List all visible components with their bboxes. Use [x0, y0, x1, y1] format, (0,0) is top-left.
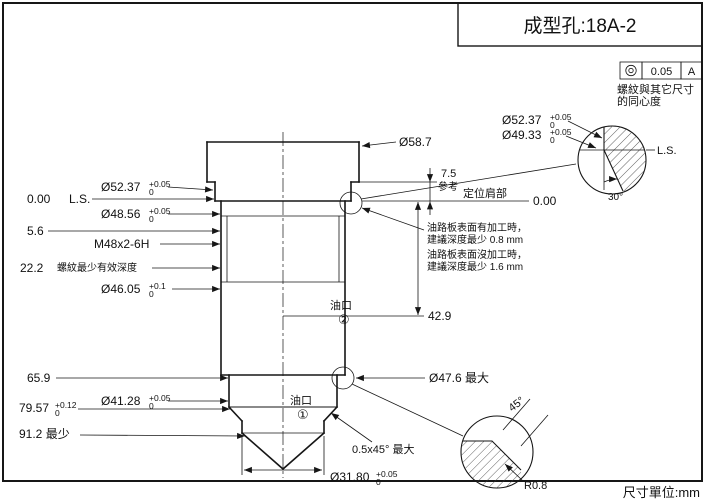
detail-top-angle: 30°	[608, 192, 623, 203]
right-dimensions: Ø58.7 7.5 參考 定位肩部 0.00 油路板表面有加工時， 建議深度最少…	[241, 135, 557, 487]
dim-d48-56-tol-lo: 0	[149, 214, 154, 224]
detail-top-ls-label: L.S.	[657, 145, 677, 157]
dim-thread-spec: M48x2-6H	[94, 237, 149, 251]
concentricity-icon	[625, 64, 637, 77]
detail-top-d49-33-tol-up: +0.05	[550, 127, 572, 137]
dim-d31-80-tol-up: +0.05	[376, 469, 398, 479]
dim-d41-28-tol-up: +0.05	[149, 393, 171, 403]
detail-top-d52-37: Ø52.37	[502, 113, 542, 127]
dim-zero-ls: L.S.	[69, 192, 90, 206]
tolerance-note-line2: 的同心度	[617, 94, 661, 108]
dim-depth-22-2: 22.2	[20, 261, 44, 275]
dim-depth-79-57-tol-lo: 0	[55, 408, 60, 418]
note2-line1: 油路板表面沒加工時，	[427, 248, 527, 261]
oil-port-2-label: 油口	[330, 298, 352, 312]
dim-zero: 0.00	[27, 192, 51, 206]
note2-line2: 建議深度最少 1.6 mm	[427, 260, 523, 273]
units-label: 尺寸單位:mm	[623, 485, 700, 500]
detail-view-top: Ø52.37 +0.05 0 Ø49.33 +0.05 0 L.S. 30°	[502, 112, 677, 203]
dim-depth-91-2: 91.2 最少	[19, 427, 70, 441]
title-block: 成型孔:18A-2	[457, 2, 703, 47]
dim-d58-7: Ø58.7	[399, 135, 432, 149]
detail-top-d49-33-tol-lo: 0	[550, 135, 555, 145]
oil-port-2-number: ②	[338, 312, 350, 327]
callout-circle-shoulder	[339, 191, 363, 215]
dim-depth-65-9: 65.9	[27, 371, 51, 385]
page-title: 成型孔:18A-2	[524, 15, 637, 37]
dim-d47-6-max: Ø47.6 最大	[429, 371, 489, 385]
dim-d46-05-tol-lo: 0	[149, 289, 154, 299]
dim-d52-37: Ø52.37	[101, 180, 141, 194]
detail-callout-circles	[331, 163, 577, 437]
dim-ref-label: 參考	[438, 180, 458, 193]
dim-d31-80-tol-lo: 0	[376, 477, 381, 487]
dim-d46-05: Ø46.05	[101, 282, 141, 296]
geometric-tolerance-frame: 0.05 A 螺紋與其它尺寸 的同心度	[617, 61, 703, 108]
dim-chamfer-max: 0.5x45° 最大	[352, 442, 414, 456]
oil-port-1-label: 油口	[290, 393, 312, 407]
callout-circle-step	[331, 366, 355, 390]
detail-view-bottom: 45° R0.8	[460, 395, 549, 492]
detail-top-d52-37-tol-up: +0.05	[550, 112, 572, 122]
dim-depth-5-6: 5.6	[27, 224, 44, 238]
dim-depth-79-57-tol-up: +0.12	[55, 400, 77, 410]
sheet-border	[2, 2, 703, 482]
dim-42-9: 42.9	[428, 309, 452, 323]
tolerance-value: 0.05	[651, 66, 672, 78]
tolerance-note-line1: 螺紋與其它尺寸	[617, 82, 694, 96]
note1-line1: 油路板表面有加工時，	[427, 221, 527, 234]
shoulder-label: 定位肩部	[463, 186, 507, 200]
oil-port-1-number: ①	[297, 407, 309, 422]
dim-d46-05-tol-up: +0.1	[149, 281, 166, 291]
note1-line2: 建議深度最少 0.8 mm	[427, 233, 523, 246]
thread-depth-note: 螺紋最少有效深度	[57, 261, 137, 274]
oil-port-labels: 油口 ② 油口 ①	[290, 298, 352, 422]
dim-d48-56-tol-up: +0.05	[149, 206, 171, 216]
dim-d52-37-tol-lo: 0	[149, 187, 154, 197]
detail-bottom-angle: 45°	[506, 395, 527, 415]
dim-ref-7-5: 7.5	[441, 168, 456, 180]
dim-d52-37-tol-up: +0.05	[149, 179, 171, 189]
left-dimensions: 0.00 L.S. Ø52.37 +0.05 0 Ø48.56 +0.05 0 …	[19, 179, 246, 441]
dim-d31-80: Ø31.80	[330, 470, 370, 484]
dim-d48-56: Ø48.56	[101, 207, 141, 221]
detail-bottom-radius: R0.8	[524, 480, 547, 492]
dim-zero-right: 0.00	[533, 194, 557, 208]
detail-top-d52-37-tol-lo: 0	[550, 120, 555, 130]
dim-d41-28-tol-lo: 0	[149, 401, 154, 411]
dim-d41-28: Ø41.28	[101, 394, 141, 408]
detail-top-d49-33: Ø49.33	[502, 128, 542, 142]
tolerance-datum: A	[688, 66, 696, 78]
dim-depth-79-57: 79.57	[19, 401, 49, 415]
